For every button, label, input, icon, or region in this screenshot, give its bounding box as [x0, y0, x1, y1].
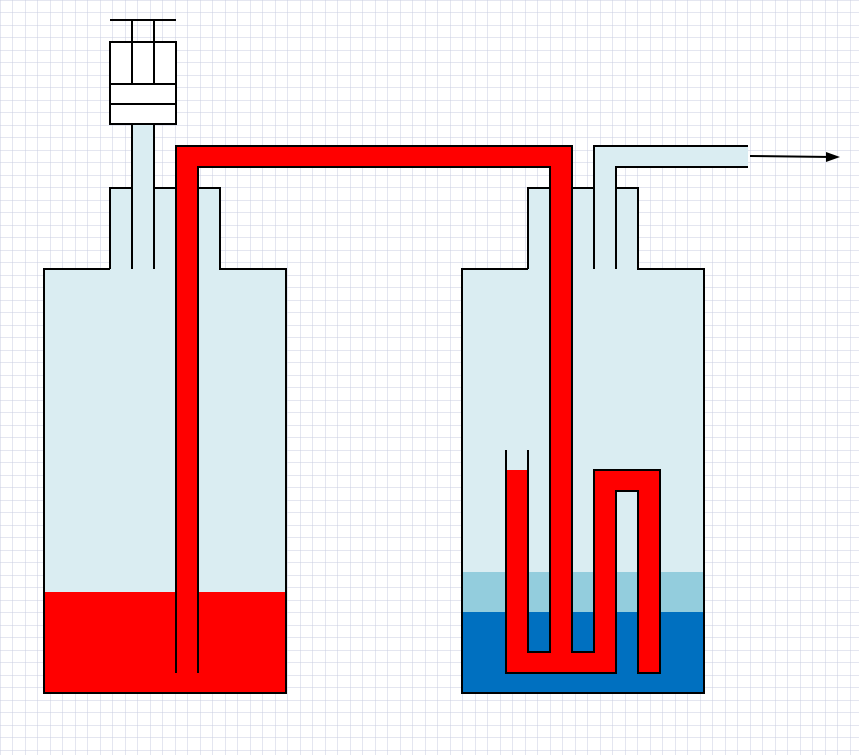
open-tube	[505, 450, 529, 470]
right-bottle-outline	[461, 187, 705, 694]
left-bottle-neck	[110, 188, 220, 269]
red-connecting-tube	[175, 145, 661, 674]
siphon-tube-fill	[176, 146, 660, 673]
left-bottle-outline	[43, 187, 287, 694]
left-bottle-red-liquid	[44, 592, 286, 693]
right-bottle	[461, 187, 705, 694]
gas-flow-arrow-shaft	[749, 155, 833, 158]
outlet-tube-fill	[594, 146, 748, 269]
stopcock	[109, 19, 177, 125]
funnel-stem	[132, 124, 154, 269]
siphon-outer-outline	[175, 145, 661, 674]
right-bottle-gas	[462, 269, 704, 572]
left-bottle	[43, 187, 287, 694]
right-bottle-water-upper	[462, 572, 704, 612]
siphon-inner-outline	[197, 166, 551, 673]
gas-flow-arrow-icon	[826, 152, 840, 162]
dropping-funnel	[109, 19, 177, 269]
right-bottle-neck	[528, 188, 638, 269]
left-bottle-gas	[44, 269, 286, 592]
gas-outlet-tube	[593, 145, 840, 269]
